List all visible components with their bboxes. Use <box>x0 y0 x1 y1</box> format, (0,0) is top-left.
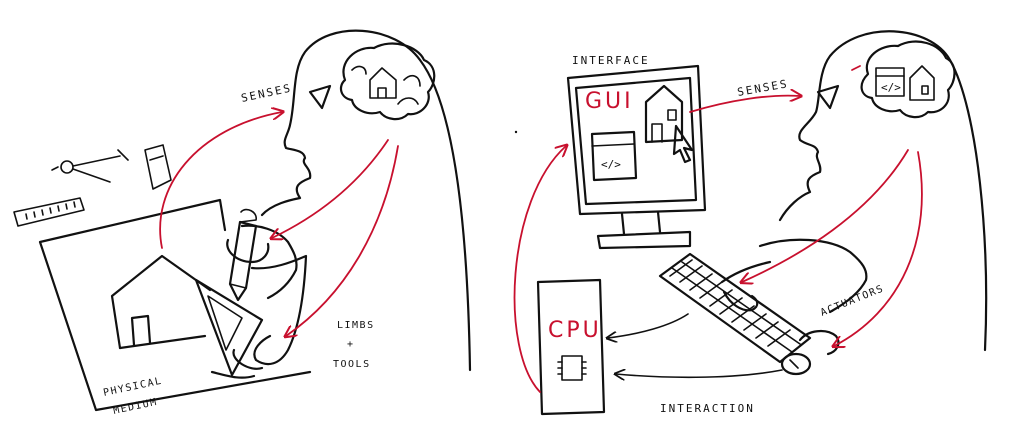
label-interface: INTERFACE <box>572 54 650 67</box>
triangle-ruler-icon <box>194 278 264 377</box>
screen-house-icon <box>644 84 684 144</box>
arrow-brain-to-keyboard <box>742 149 909 282</box>
label-physical: PHYSICAL <box>102 376 163 399</box>
cpu-unit: CPU <box>536 278 606 416</box>
house-drawing <box>110 254 212 350</box>
eye-right <box>816 84 840 110</box>
pencil-icon <box>228 208 258 302</box>
arrow-monitor-to-cursor <box>851 65 861 71</box>
person-right: </> <box>720 30 988 356</box>
label-tools: TOOLS <box>333 359 371 370</box>
label-actuators: ACTUATORS <box>819 283 886 319</box>
label-cpu: CPU <box>548 318 602 343</box>
brain-left <box>339 42 436 121</box>
svg-text:</>: </> <box>881 81 901 94</box>
svg-text:</>: </> <box>601 158 621 171</box>
arrow-brain-to-limbs <box>286 145 399 336</box>
label-medium: MEDIUM <box>112 397 158 417</box>
arrow-senses-left <box>159 112 282 249</box>
ruler-icon <box>13 197 85 227</box>
left-panel: SENSES LIMBS + TOOLS PHYSICAL MEDIUM <box>13 29 472 417</box>
arrow-mouse-to-cpu <box>616 370 783 377</box>
stray-dot <box>514 130 518 134</box>
physical-paper <box>38 198 312 412</box>
compass-icon <box>51 149 129 183</box>
label-limbs: LIMBS <box>337 320 375 331</box>
brain-right: </> <box>860 40 956 119</box>
person-left <box>210 29 472 379</box>
sharpener-icon <box>144 144 172 190</box>
arrow-brain-to-mouse <box>834 151 923 346</box>
screen-code-window: </> <box>590 130 638 182</box>
monitor: </> GUI <box>566 64 707 250</box>
cursor-icon <box>672 124 694 164</box>
hand-left <box>226 238 270 264</box>
label-interaction: INTERACTION <box>660 402 755 415</box>
arrow-brain-to-hand <box>272 139 389 238</box>
arrow-keyboard-to-cpu <box>608 313 689 338</box>
label-gui: GUI <box>585 89 634 114</box>
keyboard <box>658 252 812 364</box>
arrow-senses-right <box>689 96 800 113</box>
arrow-cpu-to-gui <box>513 146 566 393</box>
label-plus: + <box>347 339 355 350</box>
label-senses-left: SENSES <box>240 81 293 104</box>
chip-icon <box>557 355 587 381</box>
mouse <box>780 352 812 376</box>
eye-left <box>308 84 332 110</box>
right-panel: </> GUI CPU <box>513 30 988 416</box>
